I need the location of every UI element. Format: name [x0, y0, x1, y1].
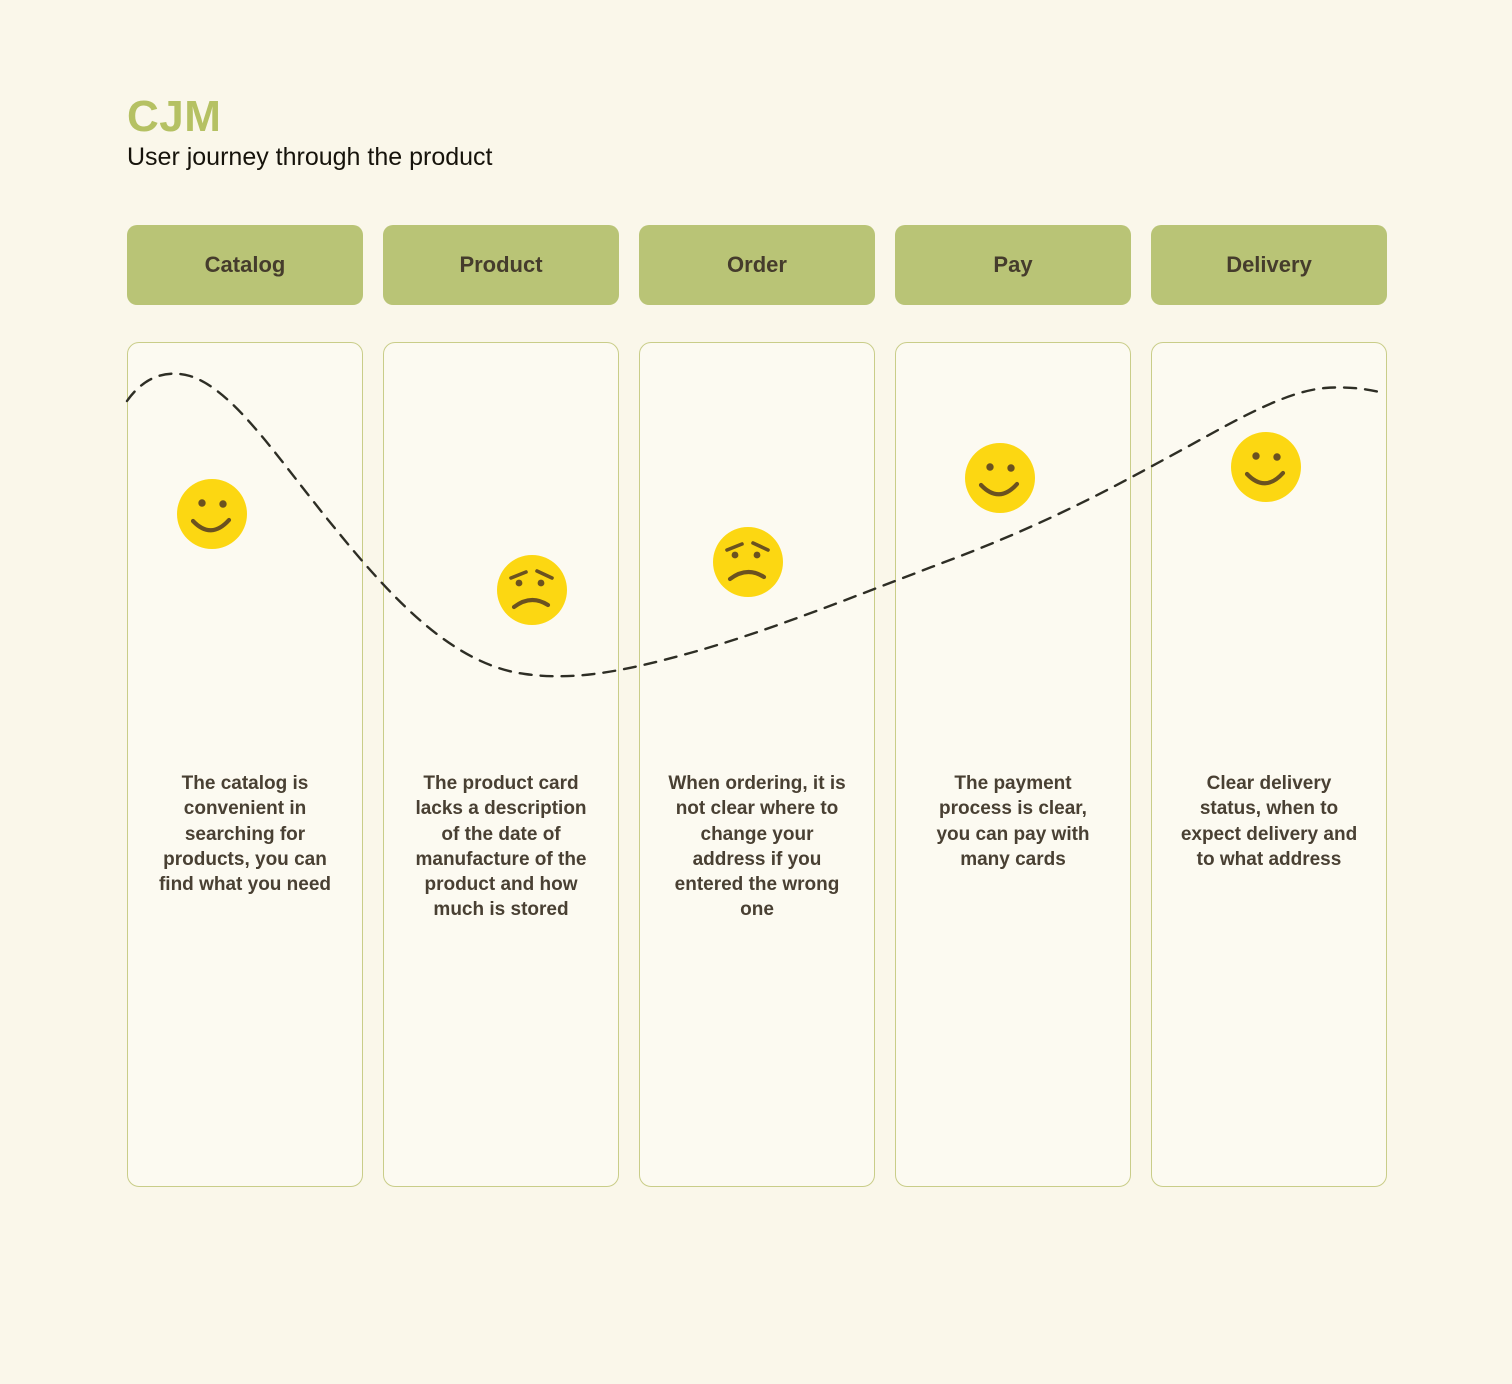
stage-header-delivery[interactable]: Delivery [1151, 225, 1387, 305]
stage-header-order[interactable]: Order [639, 225, 875, 305]
stage-card-product: The product card lacks a description of … [383, 342, 619, 1187]
stage-header-catalog[interactable]: Catalog [127, 225, 363, 305]
stage-header-product[interactable]: Product [383, 225, 619, 305]
stage-note-order: When ordering, it is not clear where to … [668, 773, 846, 921]
stage-note-pay: The payment process is clear, you can pa… [936, 773, 1090, 870]
stage-card-order: When ordering, it is not clear where to … [639, 342, 875, 1187]
stage-card-pay: The payment process is clear, you can pa… [895, 342, 1131, 1187]
stage-note-catalog: The catalog is convenient in searching f… [158, 773, 332, 896]
stage-note-product: The product card lacks a description of … [415, 773, 587, 921]
page-title: CJM [127, 92, 222, 141]
stage-card-catalog: The catalog is convenient in searching f… [127, 342, 363, 1187]
stage-card-delivery: Clear delivery status, when to expect de… [1151, 342, 1387, 1187]
page-subtitle: User journey through the product [127, 143, 493, 171]
stage-header-pay[interactable]: Pay [895, 225, 1131, 305]
stage-note-delivery: Clear delivery status, when to expect de… [1180, 773, 1358, 870]
